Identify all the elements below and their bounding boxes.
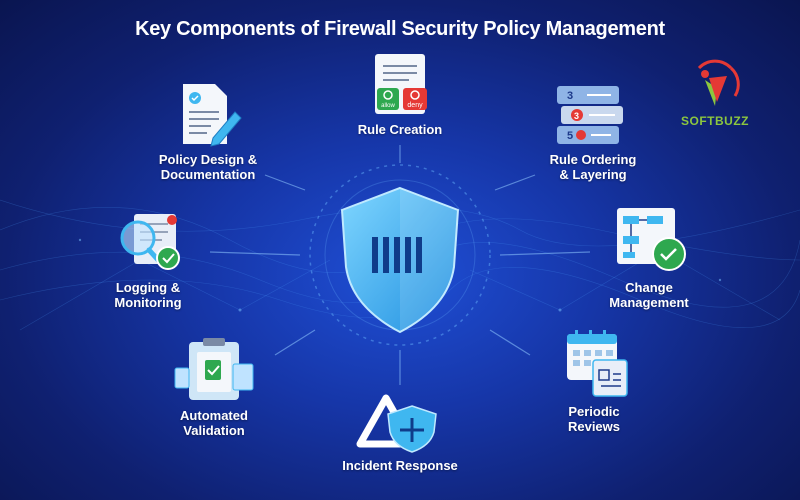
component-label: Logging & [115, 280, 181, 295]
calendar-review-icon [567, 330, 628, 397]
logo-text: SOFTBUZZ [681, 114, 749, 128]
page-title: Key Components of Firewall Security Poli… [135, 18, 665, 40]
svg-text:3: 3 [567, 90, 573, 102]
magnifier-checklist-icon [120, 214, 180, 270]
component-label: Rule Creation [357, 122, 443, 137]
svg-text:deny: deny [407, 102, 423, 109]
component-rule-creation: allow deny Rule Creation [320, 52, 480, 137]
svg-text:3: 3 [574, 111, 579, 121]
component-label: Documentation [160, 167, 256, 182]
softbuzz-logo-icon [697, 59, 740, 106]
component-rule-ordering: 3 3 5 Rule Ordering & Layering [513, 84, 673, 182]
softbuzz-logo: SOFTBUZZ [660, 58, 770, 128]
component-label: Validation [183, 423, 245, 438]
alert-shield-icon [356, 394, 437, 453]
flowchart-gear-icon [617, 208, 686, 271]
shield-icon [340, 186, 460, 334]
component-label: Automated [180, 408, 248, 423]
svg-text:allow: allow [381, 103, 395, 109]
component-label: Reviews [567, 419, 621, 434]
component-logging-monitoring: Logging & Monitoring [68, 210, 228, 310]
component-label: Change [625, 280, 673, 295]
component-label: Management [609, 295, 689, 310]
component-label: Monitoring [114, 295, 182, 310]
svg-text:5: 5 [567, 130, 573, 142]
component-label: & Layering [559, 167, 627, 182]
component-label: Rule Ordering [549, 152, 637, 167]
ordered-layers-icon: 3 3 5 [557, 86, 623, 144]
component-policy-design: Policy Design & Documentation [128, 82, 288, 182]
component-periodic-reviews: Periodic Reviews [514, 328, 674, 434]
document-pencil-icon [183, 84, 242, 147]
component-automated-validation: Automated Validation [134, 338, 294, 438]
component-label: Periodic [568, 404, 620, 419]
component-label: Incident Response [342, 458, 458, 473]
rule-creation-icon: allow deny [375, 54, 427, 114]
component-change-management: Change Management [569, 206, 729, 310]
component-label: Policy Design & [158, 152, 258, 167]
component-incident-response: Incident Response [320, 392, 480, 473]
clipboard-check-icon [174, 338, 254, 400]
